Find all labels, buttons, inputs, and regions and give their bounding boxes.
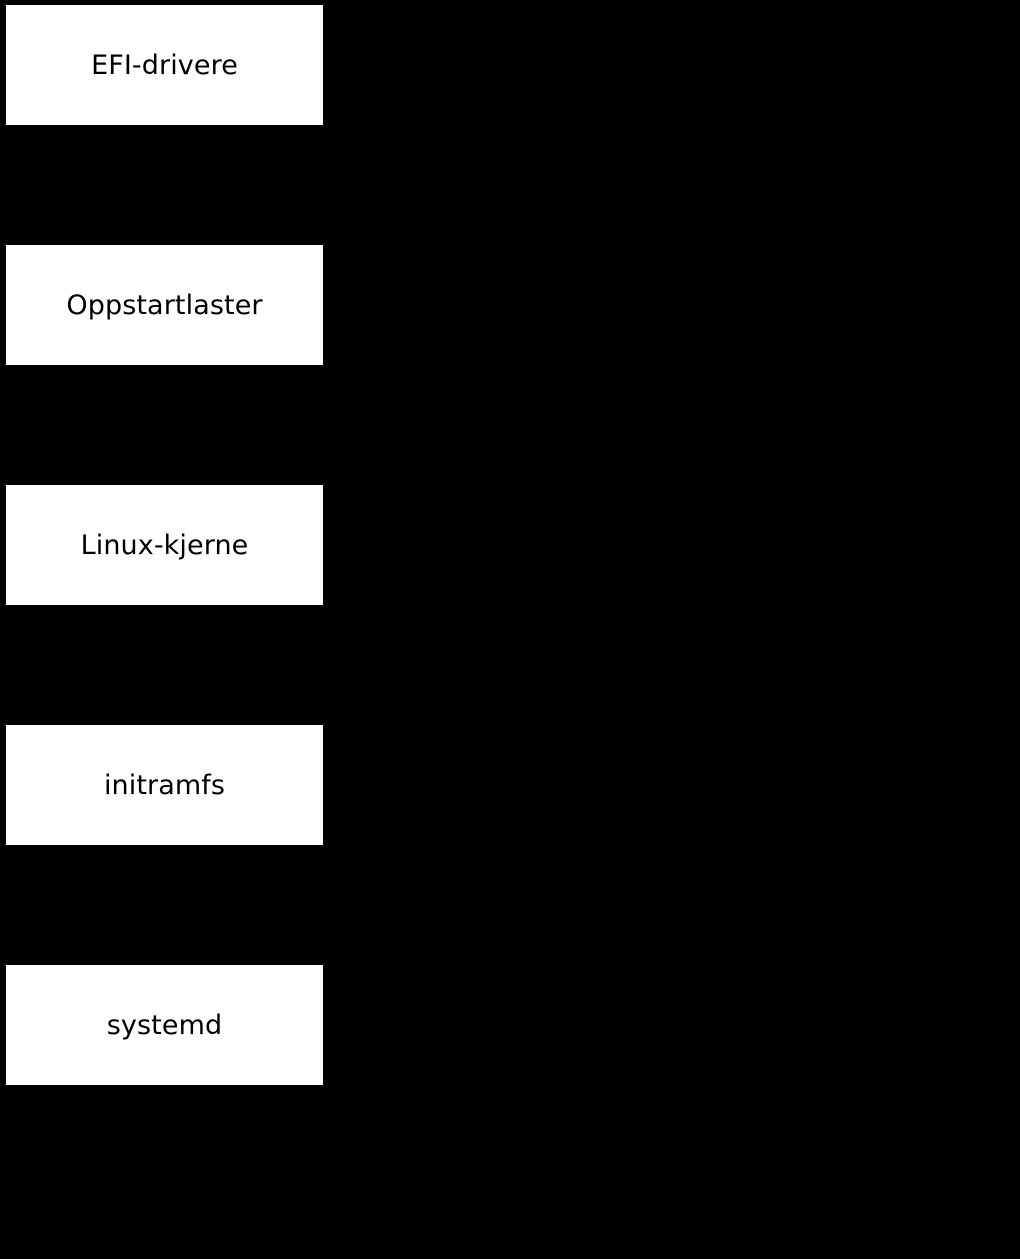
- diagram-node-linux-kjerne[interactable]: Linux-kjerne: [6, 485, 323, 605]
- diagram-node-label: Linux-kjerne: [80, 529, 249, 561]
- diagram-node-oppstartlaster[interactable]: Oppstartlaster: [6, 245, 323, 365]
- diagram-node-label: EFI-drivere: [91, 49, 238, 81]
- diagram-node-efi-drivere[interactable]: EFI-drivere: [6, 5, 323, 125]
- diagram-node-initramfs[interactable]: initramfs: [6, 725, 323, 845]
- diagram-node-systemd[interactable]: systemd: [6, 965, 323, 1085]
- diagram-node-label: initramfs: [103, 769, 226, 801]
- diagram-node-label: Oppstartlaster: [66, 289, 263, 321]
- diagram-node-label: systemd: [106, 1009, 223, 1041]
